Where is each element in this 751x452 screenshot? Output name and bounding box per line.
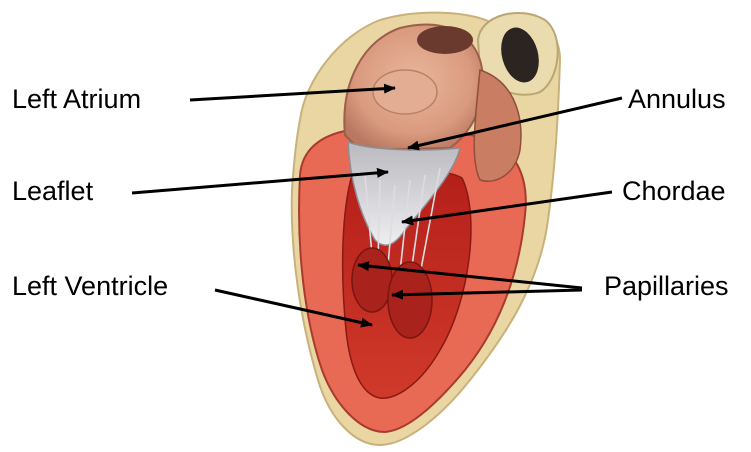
label-left-atrium: Left Atrium [12,86,141,113]
atrium-bulge [373,70,437,114]
label-papillaries: Papillaries [604,273,729,300]
label-chordae: Chordae [622,178,726,205]
label-annulus: Annulus [628,86,726,113]
label-leaflet: Leaflet [12,178,93,205]
pulmonary-vein-opening [417,26,473,54]
papillary-muscle-1 [352,248,392,312]
label-left-ventricle: Left Ventricle [12,273,168,300]
